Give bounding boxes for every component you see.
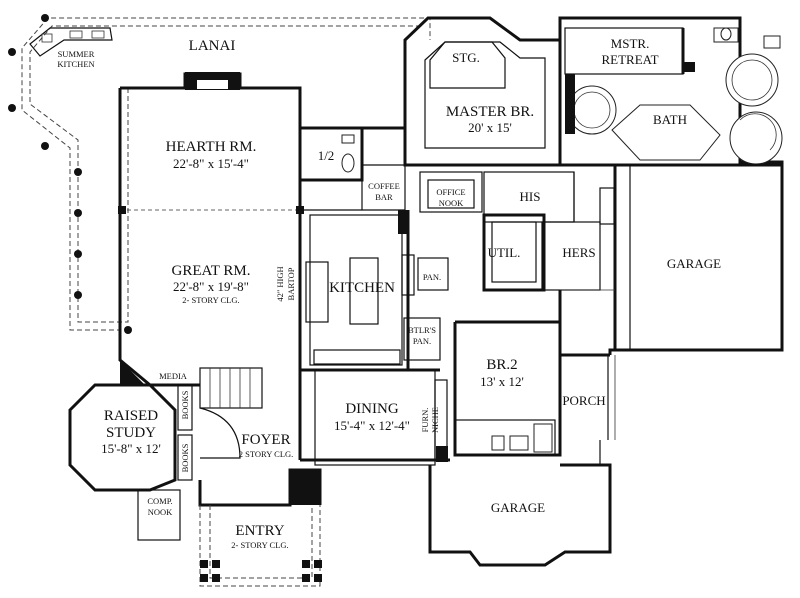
label-br2: BR.2: [486, 357, 517, 373]
label-great-rm-dim: 22'-8" x 19'-8": [173, 279, 249, 294]
label-entry-note: 2- STORY CLG.: [231, 540, 288, 550]
label-garage-main: GARAGE: [667, 256, 721, 271]
hearth-room-walls: [118, 206, 304, 214]
label-media: MEDIA: [159, 371, 188, 381]
label-master-br: MASTER BR.: [446, 104, 534, 120]
foyer-entry: [198, 468, 322, 587]
label-porch: PORCH: [562, 393, 605, 408]
label-mstr-retreat-2: RETREAT: [601, 52, 658, 67]
label-garage-front: GARAGE: [491, 500, 545, 515]
label-his: HIS: [520, 189, 541, 204]
label-great-rm: GREAT RM.: [172, 263, 251, 279]
label-hearth-rm: HEARTH RM.: [166, 139, 257, 155]
label-stg: STG.: [452, 50, 480, 65]
label-office-nook-1: OFFICE: [436, 187, 465, 197]
dining-area: [300, 369, 450, 466]
label-summer-kitchen-2: KITCHEN: [57, 59, 94, 69]
closets-utility: [419, 171, 615, 292]
label-raised-study-1: RAISED: [104, 408, 158, 424]
fireplace: [185, 72, 240, 90]
label-office-nook-2: NOOK: [439, 198, 464, 208]
label-kitchen: KITCHEN: [329, 280, 395, 296]
label-comp-nook-1: COMP.: [147, 496, 172, 506]
label-books-2: BOOKS: [180, 443, 190, 472]
label-bartop-1: 42" HIGH: [275, 266, 285, 301]
label-raised-study-dim: 15'-8" x 12': [101, 441, 161, 456]
label-foyer: FOYER: [241, 432, 290, 448]
label-coffee-bar-2: BAR: [375, 192, 393, 202]
raised-study: [68, 360, 193, 541]
label-furn-niche-1: FURN.: [420, 408, 430, 433]
label-half-bath: 1/2: [318, 148, 335, 163]
label-btlr-pan-2: PAN.: [413, 336, 431, 346]
label-pan: PAN.: [423, 272, 441, 282]
summer-kitchen-counter: [29, 27, 113, 57]
label-master-br-dim: 20' x 15': [468, 120, 512, 135]
label-furn-niche-2: NICHE: [430, 407, 440, 433]
label-br2-dim: 13' x 12': [480, 374, 524, 389]
master-suite-bath: [564, 27, 783, 165]
label-hers: HERS: [562, 245, 595, 260]
label-hearth-rm-dim: 22'-8" x 15'-4": [173, 156, 249, 171]
label-coffee-bar-1: COFFEE: [368, 181, 400, 191]
label-summer-kitchen-1: SUMMER: [58, 49, 95, 59]
label-entry: ENTRY: [235, 523, 284, 539]
front-garage: [428, 440, 612, 567]
label-dining: DINING: [345, 401, 398, 417]
label-util: UTIL.: [488, 245, 521, 260]
staircase: [199, 367, 263, 459]
label-books-1: BOOKS: [180, 390, 190, 419]
label-comp-nook-2: NOOK: [148, 507, 173, 517]
label-dining-dim: 15'-4" x 12'-4": [334, 418, 410, 433]
master-bedroom: [403, 41, 560, 167]
bedroom-2: [453, 320, 616, 457]
label-mstr-retreat-1: MSTR.: [611, 36, 650, 51]
label-bath: BATH: [653, 112, 687, 127]
label-btlr-pan-1: BTLR'S: [408, 325, 436, 335]
label-foyer-note: 2 STORY CLG.: [239, 449, 294, 459]
label-bartop-2: BARTOP: [286, 267, 296, 300]
label-great-rm-note: 2- STORY CLG.: [182, 295, 239, 305]
label-lanai: LANAI: [189, 38, 236, 54]
label-raised-study-2: STUDY: [106, 425, 156, 441]
